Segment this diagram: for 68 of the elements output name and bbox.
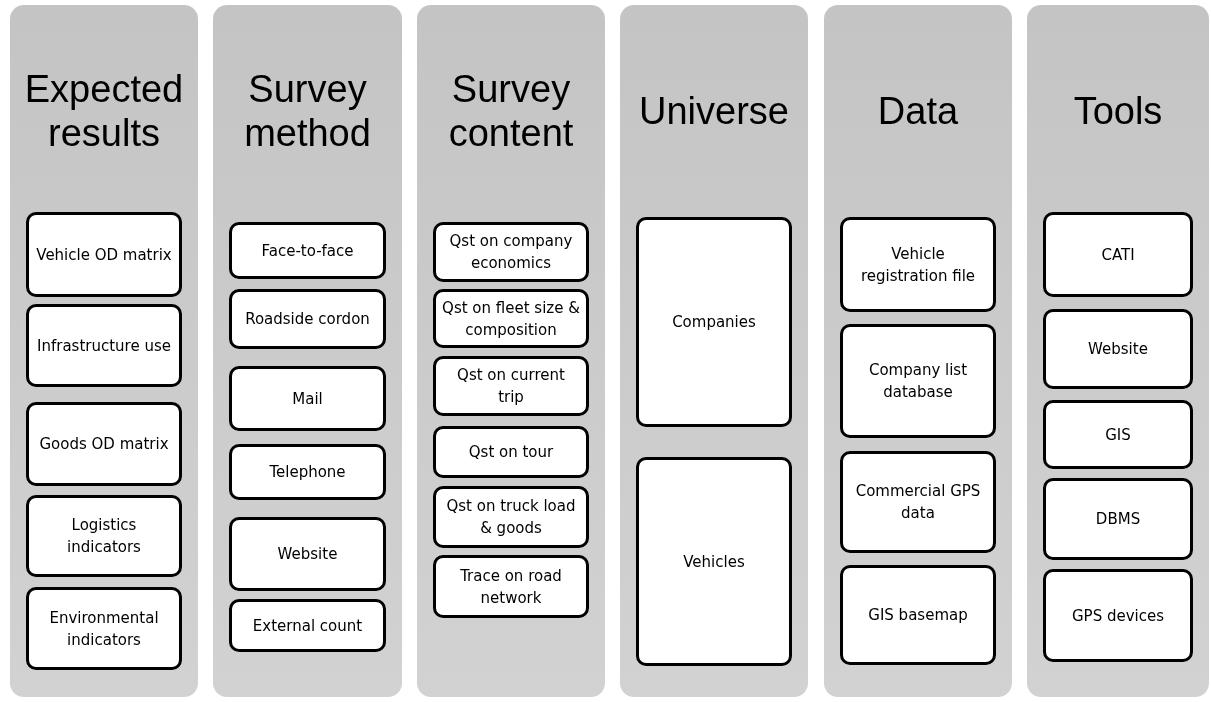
item-label: Face-to-face: [261, 240, 354, 262]
item-label: External count: [252, 615, 363, 637]
column-panel: [213, 5, 402, 697]
column-panel: [824, 5, 1012, 697]
item-box: [840, 324, 996, 438]
item-box: [433, 289, 589, 348]
item-label: DBMS: [1095, 509, 1141, 530]
item-box: [229, 444, 386, 500]
item-box: [229, 289, 386, 349]
item-box: [1043, 569, 1193, 662]
column-panel: [10, 5, 198, 697]
item-label: Roadside cordon: [245, 309, 370, 330]
item-box: [433, 426, 589, 478]
item-label: Infrastructure use: [37, 335, 171, 357]
column-heading: Survey method: [243, 67, 372, 155]
item-box: [1043, 400, 1193, 469]
item-box: [840, 565, 996, 665]
item-box: [26, 212, 182, 297]
column-heading: Survey content: [447, 67, 575, 155]
item-label: Website: [1088, 339, 1148, 360]
item-box: [433, 486, 589, 548]
item-box: [1043, 478, 1193, 560]
item-label: Trace on road network: [459, 565, 563, 609]
item-label: Vehicle OD matrix: [36, 244, 172, 266]
item-label: Website: [277, 544, 338, 565]
column-panel: [620, 5, 808, 697]
column-heading: Universe: [638, 89, 790, 133]
item-label: Companies: [672, 312, 756, 333]
item-box: [229, 366, 386, 431]
item-box: [26, 304, 182, 387]
item-label: Qst on fleet size & composition: [442, 297, 580, 341]
item-label: Logistics indicators: [66, 515, 142, 558]
item-box: [433, 222, 589, 282]
item-label: Qst on tour: [468, 442, 554, 463]
item-label: Company list database: [867, 360, 969, 403]
item-label: GIS basemap: [868, 605, 968, 626]
item-label: Qst on company economics: [448, 231, 574, 274]
item-box: [433, 356, 589, 416]
item-box: [229, 599, 386, 652]
column-panel: [417, 5, 605, 697]
item-label: Vehicle registration file: [859, 243, 977, 287]
item-box: [26, 495, 182, 577]
item-box: [433, 555, 589, 618]
column-panel: [1027, 5, 1209, 697]
item-label: Goods OD matrix: [39, 434, 169, 455]
item-label: Vehicles: [683, 551, 745, 573]
item-box: [26, 587, 182, 670]
item-label: Environmental indicators: [48, 607, 160, 651]
item-box: [1043, 212, 1193, 297]
item-label: GPS devices: [1071, 605, 1164, 627]
item-label: Qst on current trip: [456, 365, 566, 408]
item-label: Telephone: [269, 462, 346, 483]
item-box: [840, 451, 996, 553]
item-box: [636, 457, 792, 666]
item-box: [26, 402, 182, 486]
item-label: Mail: [292, 388, 323, 410]
item-box: [636, 217, 792, 427]
item-box: [1043, 309, 1193, 389]
item-box: [229, 517, 386, 591]
column-heading: Tools: [1072, 89, 1164, 133]
item-label: CATI: [1101, 244, 1135, 266]
item-box: [229, 222, 386, 279]
item-label: GIS: [1105, 424, 1131, 446]
item-label: Commercial GPS data: [854, 481, 982, 524]
item-label: Qst on truck load & goods: [445, 496, 577, 539]
column-heading: Data: [876, 89, 960, 133]
column-heading: Expected results: [23, 67, 185, 155]
item-box: [840, 217, 996, 312]
